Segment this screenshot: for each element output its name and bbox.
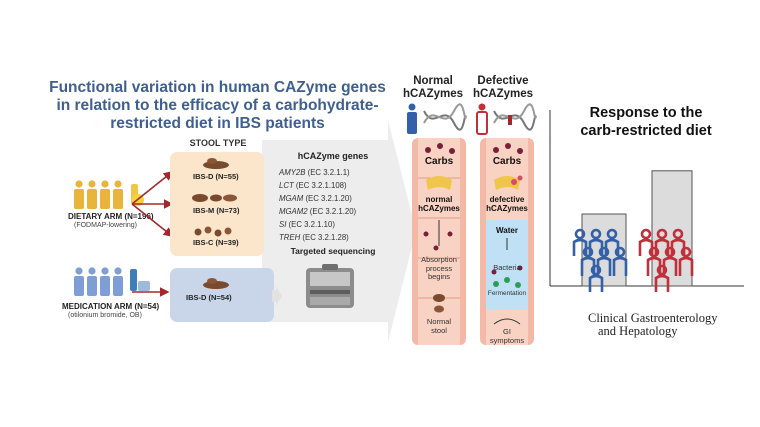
med-to-genes-arrow [272,286,282,306]
dietary-arrows [131,171,174,237]
gene-row: LCT (EC 3.2.1.108) [279,181,347,190]
dietary-people-icon [74,180,144,209]
figure-title: Functional variation in human CAZyme gen… [49,79,386,132]
dietary-arm-label: DIETARY ARM (N=196) [68,212,154,221]
medication-group-box [170,268,274,322]
dietary-arm-sub: (FODMAP-lowering) [74,222,138,229]
medication-arrow [132,287,170,297]
gene-row: MGAM2 (EC 3.2.1.20) [279,207,357,216]
genes-heading: hCAZyme genes [297,151,369,161]
stool-to-genes-arrow [264,190,280,210]
stool-med-icon [203,278,229,289]
gene-row: TREH (EC 3.2.1.28) [279,233,349,242]
response-plot [549,110,744,287]
medication-people-icon [74,267,150,296]
group-ibs-d: IBS-D (N=55) [193,172,239,181]
stool-d-icon [203,158,229,169]
gene-row: MGAM (EC 3.2.1.20) [279,194,352,203]
sequencer-icon [306,264,354,308]
red-crowd-icon [638,228,694,292]
blue-crowd-icon [572,228,628,292]
defective-carbs-label: Carbs [492,156,522,167]
normal-intestine [412,138,466,345]
defective-intestine [480,138,534,345]
group-medication-ibs-d: IBS-D (N=54) [186,293,232,302]
group-ibs-c: IBS-C (N=39) [193,238,239,247]
bacteria-label: Bacteria [493,263,521,272]
normal-carbs-label: Carbs [424,156,454,167]
stool-c-icon [194,226,232,237]
stool-m-icon [192,194,237,202]
gene-row: SI (EC 3.2.1.10) [279,220,335,229]
arrow-to-ibs-c [131,203,174,237]
group-ibs-m: IBS-M (N=73) [193,206,240,215]
fermentation-label: Fermentation [487,290,527,297]
medication-arm-sub: (otilonium bromide, OB) [68,312,142,319]
medication-arm-label: MEDICATION ARM (N=54) [62,302,160,311]
stool-type-box [170,152,264,256]
defective-person-dna-icon [476,103,537,135]
stool-type-heading: STOOL TYPE [189,138,247,148]
water-label: Water [496,226,518,235]
normal-person-dna-icon [407,103,467,134]
gene-row: AMY2B (EC 3.2.1.1) [279,168,350,177]
sequencing-label: Targeted sequencing [290,246,376,256]
arrow-to-ibs-d [131,171,174,205]
genes-arrow-head [388,120,416,342]
